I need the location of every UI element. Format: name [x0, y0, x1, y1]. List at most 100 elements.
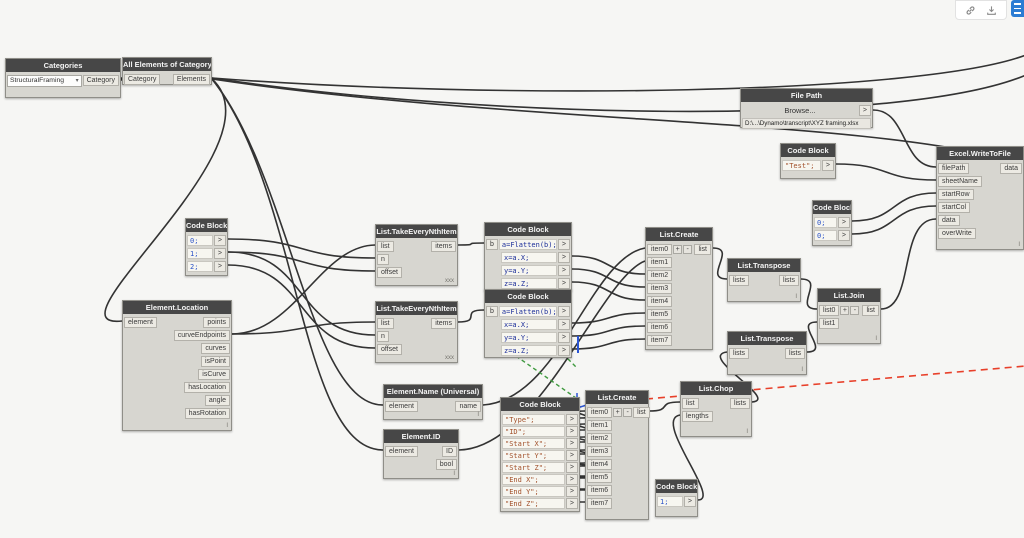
- list-create-1-inport-item4[interactable]: item4: [647, 296, 673, 307]
- code-block-headers-outport-arrow[interactable]: >: [565, 497, 578, 509]
- list-create-2-inport-item6[interactable]: item6: [587, 485, 613, 496]
- code-block-00-outport-arrow[interactable]: >: [837, 217, 850, 228]
- take-every-nth-item-1-title[interactable]: List.TakeEveryNthItem: [376, 225, 457, 238]
- take-every-nth-item-1-inport-n[interactable]: n: [377, 254, 389, 265]
- code-block-012-title[interactable]: Code Block: [186, 219, 227, 232]
- list-join-remove-input-button[interactable]: -: [850, 306, 860, 315]
- element-name-universal-outport-name[interactable]: name: [455, 401, 481, 412]
- wire[interactable]: [571, 281, 646, 301]
- code-block-012-code-line[interactable]: 1;: [187, 248, 213, 259]
- code-block-flatten-2-outport-arrow[interactable]: >: [557, 306, 570, 317]
- code-block-flatten-2-code-line[interactable]: x=a.X;: [501, 319, 557, 330]
- code-block-headers-title[interactable]: Code Block: [501, 398, 579, 411]
- list-create-2-inport-item1[interactable]: item1: [587, 420, 613, 431]
- code-block-1-outport-arrow[interactable]: >: [683, 496, 696, 507]
- code-block-flatten-1-code-line[interactable]: x=a.X;: [501, 252, 557, 263]
- wire[interactable]: [457, 309, 485, 323]
- code-block-flatten-2-title[interactable]: Code Block: [485, 290, 571, 303]
- code-block-flatten-1-outport-arrow[interactable]: >: [557, 278, 570, 289]
- list-create-1-inport-item6[interactable]: item6: [647, 322, 673, 333]
- code-block-headers-code-line[interactable]: "End X";: [502, 473, 565, 485]
- list-join-inport-list1[interactable]: list1: [819, 318, 840, 329]
- element-location-inport-element[interactable]: element: [124, 317, 157, 328]
- take-every-nth-item-2-inport-offset[interactable]: offset: [377, 344, 402, 355]
- wire[interactable]: [571, 255, 646, 275]
- wire[interactable]: [800, 278, 818, 310]
- code-block-flatten-2-outport-arrow[interactable]: >: [557, 332, 570, 343]
- take-every-nth-item-1-inport-list[interactable]: list: [377, 241, 394, 252]
- element-id-inport-element[interactable]: element: [385, 446, 418, 457]
- code-block-flatten-1-inport-b[interactable]: b: [486, 239, 498, 250]
- take-every-nth-item-2-inport-n[interactable]: n: [377, 331, 389, 342]
- excel-writetofile-title[interactable]: Excel.WriteToFile: [937, 147, 1023, 160]
- element-location-outport-isPoint[interactable]: isPoint: [200, 356, 230, 367]
- code-block-flatten-1-code-line[interactable]: z=a.Z;: [501, 278, 557, 289]
- list-create-1-title[interactable]: List.Create: [646, 228, 712, 241]
- list-transpose-1-inport-lists[interactable]: lists: [729, 275, 750, 286]
- code-block-00-code-line[interactable]: 0;: [814, 230, 837, 241]
- file-path-outport-arrow[interactable]: >: [858, 105, 871, 116]
- wire[interactable]: [211, 78, 384, 451]
- element-name-universal-inport-element[interactable]: element: [385, 401, 418, 412]
- list-create-1-inport-item5[interactable]: item5: [647, 309, 673, 320]
- element-id-title[interactable]: Element.ID: [384, 430, 458, 443]
- wire[interactable]: [458, 260, 646, 451]
- wire[interactable]: [227, 251, 376, 336]
- code-block-flatten-1-title[interactable]: Code Block: [485, 223, 571, 236]
- list-chop-inport-lengths[interactable]: lengths: [682, 411, 713, 422]
- code-block-012-code-line[interactable]: 0;: [187, 235, 213, 246]
- code-block-flatten-2-outport-arrow[interactable]: >: [557, 345, 570, 356]
- excel-writetofile-inport-startRow[interactable]: startRow: [938, 189, 974, 200]
- code-block-headers-outport-arrow[interactable]: >: [565, 473, 578, 485]
- list-create-2-inport-item2[interactable]: item2: [587, 433, 613, 444]
- code-block-flatten-2-inport-b[interactable]: b: [486, 306, 498, 317]
- wire[interactable]: [648, 401, 681, 412]
- code-block-headers-code-line[interactable]: "Start Z";: [502, 461, 565, 473]
- list-create-2-title[interactable]: List.Create: [586, 391, 648, 404]
- categories-outport-Category[interactable]: Category: [82, 75, 119, 86]
- take-every-nth-item-2-inport-list[interactable]: list: [377, 318, 394, 329]
- element-location-outport-hasLocation[interactable]: hasLocation: [184, 382, 230, 393]
- list-create-2-inport-item4[interactable]: item4: [587, 459, 613, 470]
- categories-title[interactable]: Categories: [6, 59, 120, 72]
- file-path-browse-button[interactable]: Browse...: [784, 106, 816, 115]
- code-block-flatten-1-outport-arrow[interactable]: >: [557, 252, 570, 263]
- list-create-2-inport-item5[interactable]: item5: [587, 472, 613, 483]
- list-join-inport-list0[interactable]: list0: [819, 305, 840, 316]
- code-block-00-outport-arrow[interactable]: >: [837, 230, 850, 241]
- code-block-headers-outport-arrow[interactable]: >: [565, 425, 578, 437]
- wire[interactable]: [231, 244, 376, 335]
- list-create-1-remove-input-button[interactable]: -: [683, 245, 693, 254]
- code-block-headers-code-line[interactable]: "ID";: [502, 425, 565, 437]
- element-location-outport-isCurve[interactable]: isCurve: [198, 369, 230, 380]
- code-block-flatten-1-outport-arrow[interactable]: >: [557, 265, 570, 276]
- list-create-2-inport-item0[interactable]: item0: [587, 407, 613, 418]
- wire[interactable]: [211, 78, 1024, 166]
- list-join-outport-list[interactable]: list: [862, 305, 879, 316]
- code-block-flatten-2-outport-arrow[interactable]: >: [557, 319, 570, 330]
- download-icon[interactable]: [986, 5, 997, 16]
- code-block-flatten-2-code-line[interactable]: y=a.Y;: [501, 332, 557, 343]
- code-block-1-title[interactable]: Code Block: [656, 480, 697, 493]
- element-location-title[interactable]: Element.Location: [123, 301, 231, 314]
- wire[interactable]: [211, 74, 1024, 113]
- code-block-00-code-line[interactable]: 0;: [814, 217, 837, 228]
- code-block-012-outport-arrow[interactable]: >: [213, 248, 226, 259]
- list-create-1-inport-item2[interactable]: item2: [647, 270, 673, 281]
- list-create-1-inport-item0[interactable]: item0: [647, 244, 673, 255]
- wire[interactable]: [227, 238, 376, 259]
- code-block-headers-code-line[interactable]: "Type";: [502, 413, 565, 425]
- wire[interactable]: [227, 264, 376, 349]
- element-location-outport-curves[interactable]: curves: [201, 343, 230, 354]
- element-id-outport-ID[interactable]: ID: [442, 446, 457, 457]
